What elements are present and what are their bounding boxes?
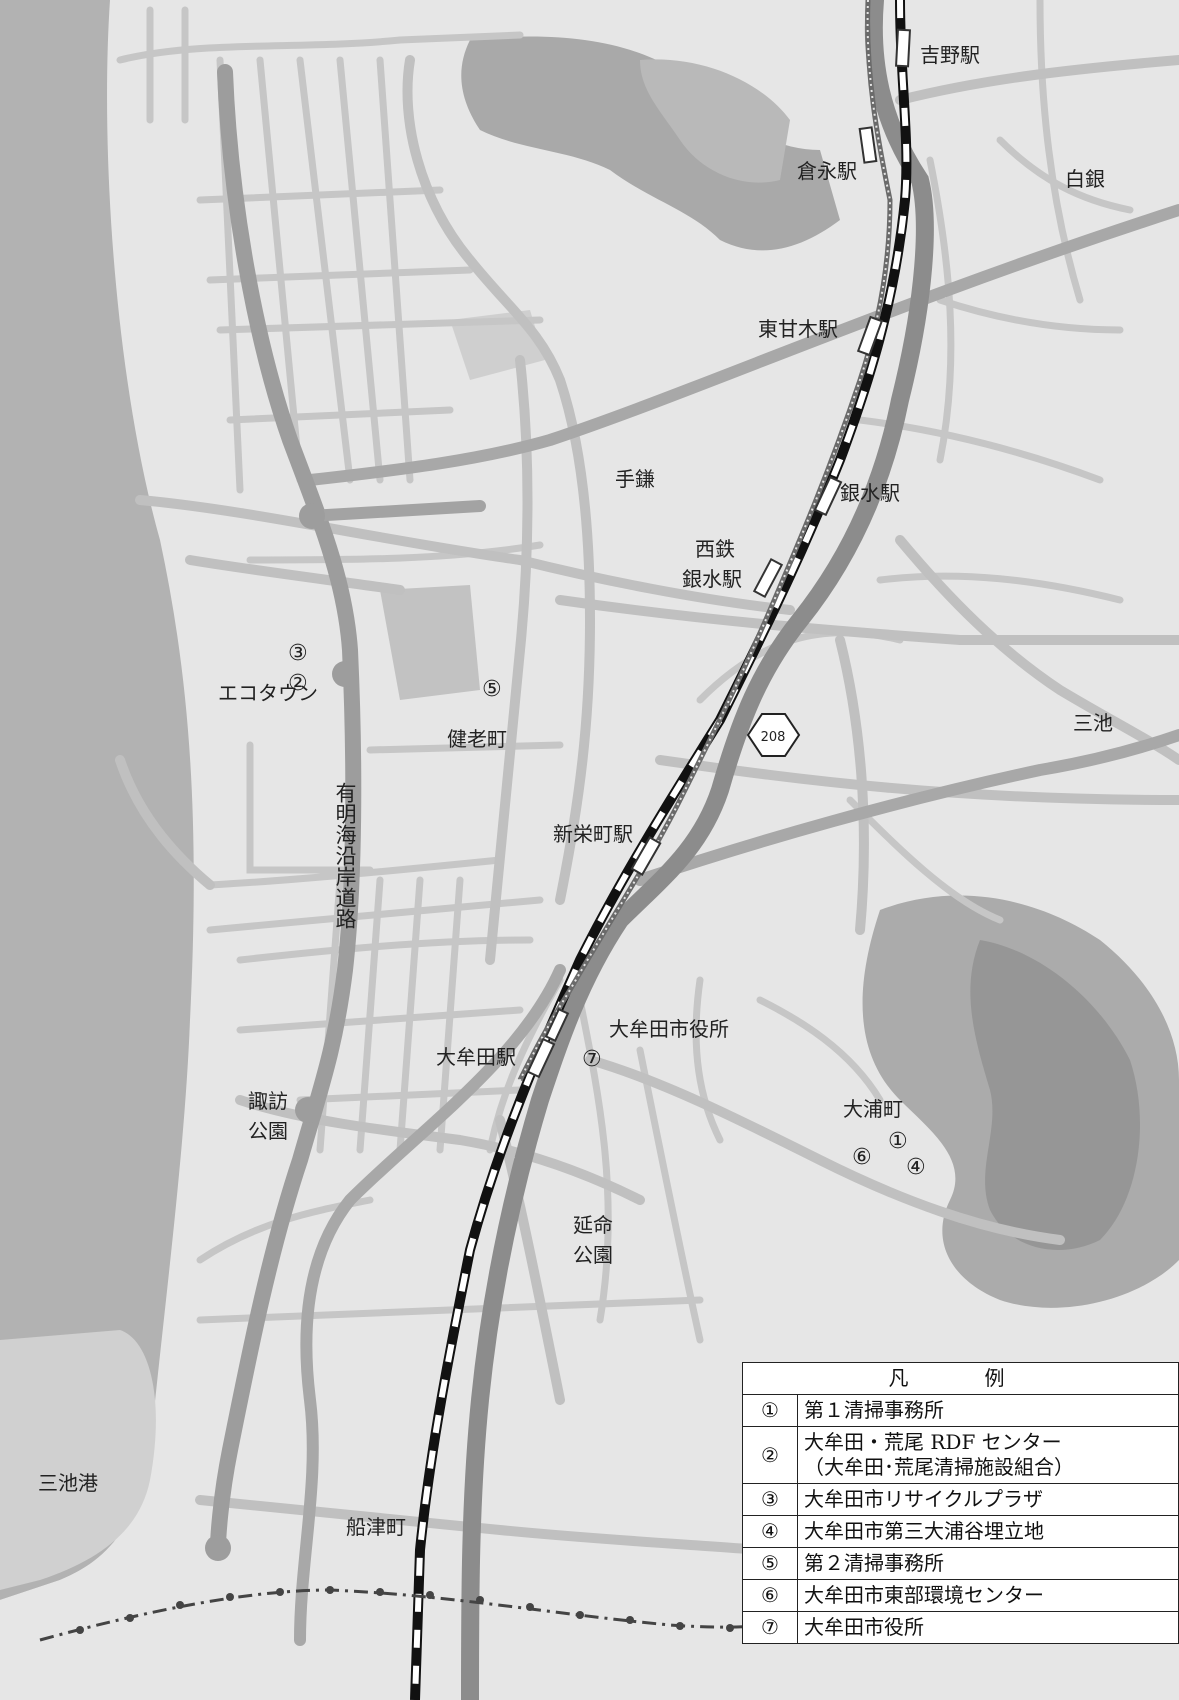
legend-description-line: 第２清掃事務所 [804,1551,944,1575]
label-nishitetsu-ginsui-1: 西鉄 [695,537,735,561]
route-208-number: 208 [761,730,786,745]
legend-description-line: 大牟田・荒尾 RDF センター [804,1430,1062,1454]
label-expressway-name: 有明海沿岸道路 [333,782,357,929]
legend-header-row: 凡 例 [742,1362,1179,1395]
legend-number: ⑥ [742,1579,798,1612]
legend-description: 大牟田・荒尾 RDF センター（大牟田･荒尾清掃施設組合） [797,1426,1179,1484]
green-patch-ecotown [380,585,480,700]
label-kuranaga-station: 倉永駅 [797,159,857,183]
hill-area-north-2 [640,59,790,183]
facility-markers: ③ ② ⑤ ⑦ ⑥ ① ④ [288,641,926,1180]
connector-roads [294,204,1179,1646]
label-funatsu-cho: 船津町 [346,1515,406,1539]
legend-description: 大牟田市役所 [797,1611,1179,1644]
label-shirogane: 白銀 [1065,167,1105,191]
sea-area [0,0,194,1600]
legend-number: ③ [742,1483,798,1516]
marker-7: ⑦ [582,1047,602,1072]
legend-number: ⑤ [742,1547,798,1580]
legend-description-line: 大牟田市第三大浦谷埋立地 [804,1519,1044,1543]
legend-number: ② [742,1426,798,1484]
place-labels: 吉野駅 倉永駅 白銀 東甘木駅 手鎌 銀水駅 西鉄 銀水駅 エコタウン 健老町 … [38,43,1113,1539]
border-marks [76,1586,734,1634]
legend-description-line: 第１清掃事務所 [804,1398,944,1422]
route-208-shield: 208 [746,713,801,757]
marker-2: ② [288,671,308,696]
port-land [0,1330,156,1590]
label-omuta-city-hall: 大牟田市役所 [609,1017,729,1041]
label-kenrou-cho: 健老町 [447,727,507,751]
route-208-road [461,0,934,1700]
hill-area-north [461,36,840,251]
label-miike: 三池 [1073,711,1113,735]
legend-description-line: 大牟田市リサイクルプラザ [804,1487,1043,1511]
legend-description-line: （大牟田･荒尾清掃施設組合） [804,1455,1074,1479]
legend-description: 第２清掃事務所 [797,1547,1179,1580]
label-omuta-station: 大牟田駅 [436,1045,516,1069]
legend-description: 大牟田市リサイクルプラザ [797,1483,1179,1516]
label-tegama: 手鎌 [615,467,655,491]
label-enmei-park-1: 延命 [573,1213,613,1237]
legend-number: ④ [742,1515,798,1548]
label-suwa-park-2: 公園 [248,1119,288,1143]
legend-description-line: 大牟田市東部環境センター [804,1583,1044,1607]
legend-description: 大牟田市第三大浦谷埋立地 [797,1515,1179,1548]
expressway-spur [304,500,486,522]
label-nishitetsu-ginsui-2: 銀水駅 [682,567,742,591]
label-enmei-park-2: 公園 [573,1243,613,1267]
label-omura-cho: 大浦町 [843,1097,903,1121]
marker-6: ⑥ [852,1145,872,1170]
label-shinsakae-station: 新栄町駅 [553,822,633,846]
prefecture-border [39,1588,781,1642]
marker-3: ③ [288,641,308,666]
hill-area-east-dark [970,940,1140,1250]
legend-description: 第１清掃事務所 [797,1394,1179,1427]
legend-header: 凡 例 [742,1362,1179,1395]
station-markers [526,28,911,1079]
interchange-dots [205,503,358,1561]
label-higashiamagi-station: 東甘木駅 [758,317,838,341]
marker-1: ① [888,1129,908,1154]
ariake-expressway [210,64,362,1556]
marker-5: ⑤ [482,677,502,702]
label-suwa-park-1: 諏訪 [248,1089,288,1113]
legend-number: ⑦ [742,1611,798,1644]
label-ecotown: エコタウン [218,681,318,705]
legend-description-line: 大牟田市役所 [804,1615,924,1639]
label-yoshino-station: 吉野駅 [920,43,980,67]
label-miike-port: 三池港 [38,1471,98,1495]
label-ginsui-station: 銀水駅 [840,481,900,505]
legend-description: 大牟田市東部環境センター [797,1579,1179,1612]
legend-number: ① [742,1394,798,1427]
marker-4: ④ [906,1155,926,1180]
nishitetsu-railway [517,0,893,1082]
